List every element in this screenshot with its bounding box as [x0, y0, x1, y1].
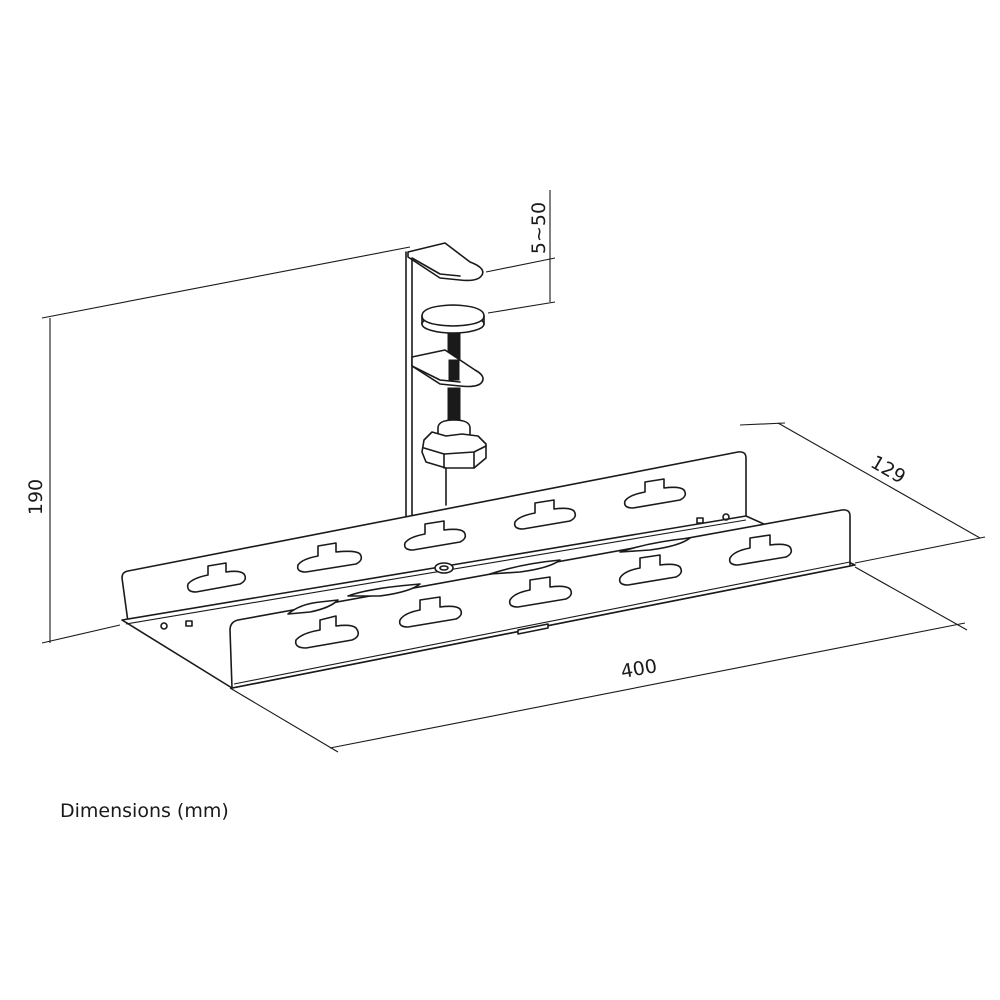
tray-front-slots [294, 534, 793, 649]
clamp-assembly [405, 242, 487, 541]
adjustment-knob [421, 419, 487, 469]
mounting-nut [434, 562, 454, 574]
lower-arm [411, 349, 484, 388]
cable-tray [121, 451, 856, 689]
pressure-pad [421, 304, 485, 334]
dimension-clamp-label: 5~50 [528, 202, 550, 254]
dimension-clamp-range: 5~50 [485, 190, 556, 314]
dimension-depth-label: 129 [867, 451, 909, 488]
top-jaw [407, 242, 484, 282]
dimension-height: 190 [25, 246, 411, 644]
dimension-length-label: 400 [619, 655, 659, 683]
dimensions-caption: Dimensions (mm) [60, 800, 229, 822]
dimension-height-label: 190 [25, 479, 47, 515]
tray-back-slots [186, 478, 687, 593]
